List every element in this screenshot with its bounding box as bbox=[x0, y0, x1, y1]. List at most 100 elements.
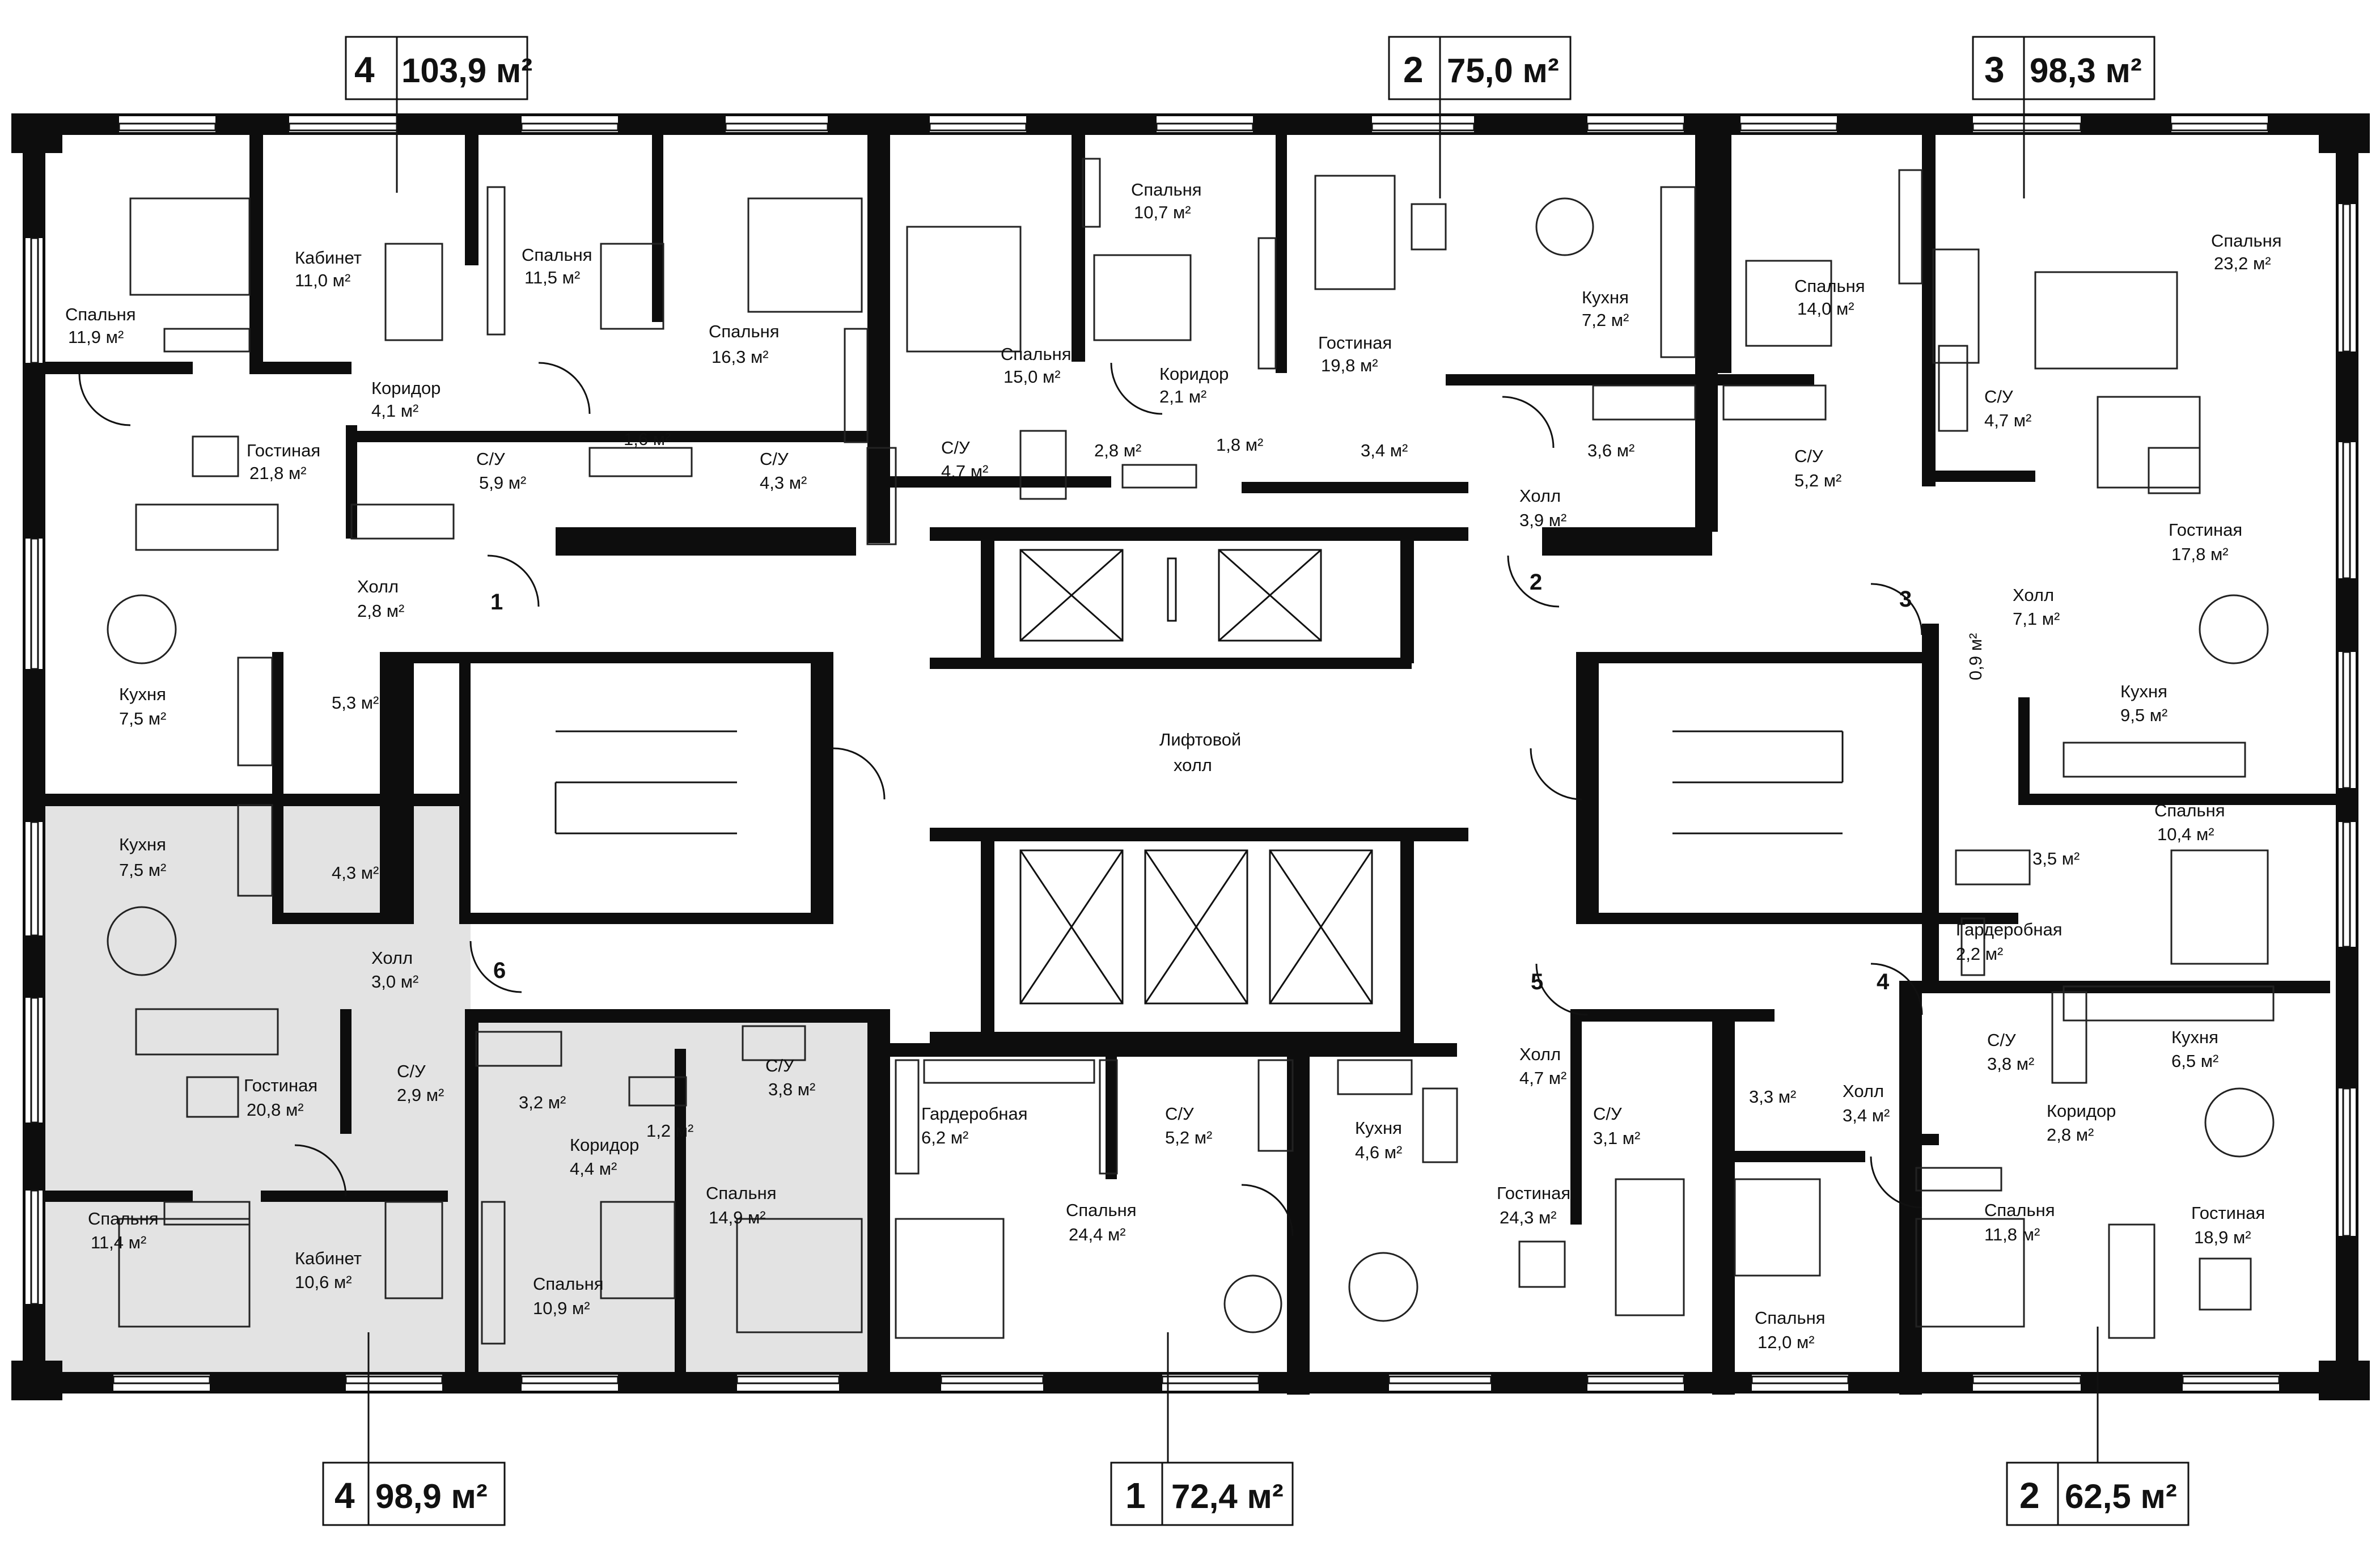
svg-text:9,5 м²: 9,5 м² bbox=[2120, 705, 2167, 725]
apartment-label: 2 75,0 м² bbox=[1388, 36, 1572, 100]
room-label: 3,2 м² bbox=[519, 1092, 566, 1112]
svg-text:2,1 м²: 2,1 м² bbox=[1159, 387, 1206, 406]
svg-text:Гардеробная: Гардеробная bbox=[921, 1104, 1028, 1124]
svg-text:Спальня: Спальня bbox=[522, 245, 592, 265]
apartment-area: 72,4 м² bbox=[1171, 1477, 1284, 1515]
svg-text:6,5 м²: 6,5 м² bbox=[2171, 1051, 2218, 1071]
svg-text:Коридор: Коридор bbox=[1159, 364, 1229, 384]
svg-text:0,9 м²: 0,9 м² bbox=[1966, 633, 1985, 680]
apartment-area: 75,0 м² bbox=[1447, 52, 1559, 90]
apartment-number: 2 bbox=[1403, 49, 1424, 90]
svg-text:4,7 м²: 4,7 м² bbox=[941, 461, 988, 481]
apartment-number: 4 bbox=[334, 1475, 355, 1516]
svg-text:Гостиная: Гостиная bbox=[1318, 333, 1392, 353]
svg-text:Гостиная: Гостиная bbox=[244, 1075, 317, 1095]
svg-text:Спальня: Спальня bbox=[65, 304, 136, 324]
svg-text:1,8 м²: 1,8 м² bbox=[1216, 435, 1263, 455]
svg-text:Гардеробная: Гардеробная bbox=[1956, 920, 2063, 939]
room-label: 5,3 м² bbox=[332, 693, 379, 713]
entrance-number: 4 bbox=[1877, 969, 1890, 994]
svg-text:10,9 м²: 10,9 м² bbox=[533, 1298, 590, 1318]
svg-text:4,3 м²: 4,3 м² bbox=[332, 863, 379, 883]
room-label: Кухня 7,2 м² bbox=[1582, 287, 1629, 330]
svg-text:Коридор: Коридор bbox=[2047, 1101, 2116, 1121]
svg-text:1,6 м²: 1,6 м² bbox=[624, 429, 671, 449]
room-label: Спальня 11,8 м² bbox=[1984, 1200, 2055, 1244]
svg-text:7,2 м²: 7,2 м² bbox=[1582, 310, 1629, 330]
entrance-number: 3 bbox=[1899, 587, 1912, 612]
room-label: 1,8 м² bbox=[1216, 435, 1263, 455]
apartment-label: 4 98,9 м² bbox=[322, 1462, 506, 1526]
svg-text:11,5 м²: 11,5 м² bbox=[524, 268, 580, 287]
room-label: 3,5 м² bbox=[2032, 849, 2080, 869]
apartment-number: 3 bbox=[1984, 49, 2005, 90]
room-label: Спальня 11,5 м² bbox=[522, 245, 592, 287]
svg-text:4,6 м²: 4,6 м² bbox=[1355, 1142, 1402, 1162]
svg-text:Холл: Холл bbox=[1519, 1044, 1561, 1064]
svg-text:Спальня: Спальня bbox=[88, 1209, 159, 1229]
svg-text:5,3 м²: 5,3 м² bbox=[332, 693, 379, 713]
svg-text:23,2 м²: 23,2 м² bbox=[2214, 253, 2271, 273]
doors bbox=[78, 362, 1923, 1236]
svg-text:3,8 м²: 3,8 м² bbox=[1987, 1054, 2034, 1074]
svg-text:3,5 м²: 3,5 м² bbox=[2032, 849, 2080, 869]
room-label: С/У 4,3 м² bbox=[760, 449, 807, 493]
room-label: С/У3,8 м² bbox=[765, 1056, 815, 1099]
svg-text:4,3 м²: 4,3 м² bbox=[760, 473, 807, 493]
entrance-numbers: 1 2 3 4 5 6 bbox=[490, 570, 1912, 994]
svg-text:Гостиная: Гостиная bbox=[1497, 1183, 1570, 1203]
svg-text:Спальня: Спальня bbox=[1001, 344, 1072, 364]
svg-text:1,2 м²: 1,2 м² bbox=[646, 1121, 693, 1141]
room-label: С/У2,9 м² bbox=[397, 1061, 444, 1105]
room-label: Гостиная 20,8 м² bbox=[244, 1075, 317, 1120]
svg-text:2,8 м²: 2,8 м² bbox=[2047, 1125, 2094, 1145]
room-label: 0,9 м² bbox=[1966, 633, 1985, 680]
apartment-area: 103,9 м² bbox=[401, 52, 532, 90]
apartment-label: 4 103,9 м² bbox=[345, 36, 532, 100]
svg-text:Спальня: Спальня bbox=[1794, 276, 1865, 296]
svg-text:20,8 м²: 20,8 м² bbox=[247, 1100, 304, 1120]
svg-text:11,0 м²: 11,0 м² bbox=[295, 270, 350, 290]
svg-text:Кухня: Кухня bbox=[2120, 681, 2167, 701]
svg-text:3,4 м²: 3,4 м² bbox=[1361, 440, 1408, 460]
svg-text:7,5 м²: 7,5 м² bbox=[119, 709, 166, 728]
svg-text:19,8 м²: 19,8 м² bbox=[1321, 355, 1378, 375]
entrance-number: 1 bbox=[490, 590, 503, 615]
svg-text:Спальня: Спальня bbox=[1984, 1200, 2055, 1220]
room-label: С/У4,7 м² bbox=[941, 438, 988, 481]
svg-text:Кухня: Кухня bbox=[1582, 287, 1629, 307]
entrance-number: 6 bbox=[493, 958, 506, 983]
svg-text:Спальня: Спальня bbox=[706, 1183, 777, 1203]
svg-text:С/У: С/У bbox=[1593, 1104, 1622, 1124]
svg-text:Холл: Холл bbox=[371, 948, 413, 968]
svg-text:Спальня: Спальня bbox=[1131, 180, 1202, 200]
svg-text:3,1 м²: 3,1 м² bbox=[1593, 1128, 1640, 1148]
room-label: 3,3 м² bbox=[1749, 1087, 1796, 1107]
svg-text:11,9 м²: 11,9 м² bbox=[68, 327, 124, 347]
svg-text:16,3 м²: 16,3 м² bbox=[712, 347, 769, 367]
room-label: 1,2 м² bbox=[646, 1121, 693, 1141]
svg-text:С/У: С/У bbox=[760, 449, 789, 469]
entrance-number: 5 bbox=[1531, 969, 1543, 994]
svg-text:11,8 м²: 11,8 м² bbox=[1984, 1225, 2040, 1244]
